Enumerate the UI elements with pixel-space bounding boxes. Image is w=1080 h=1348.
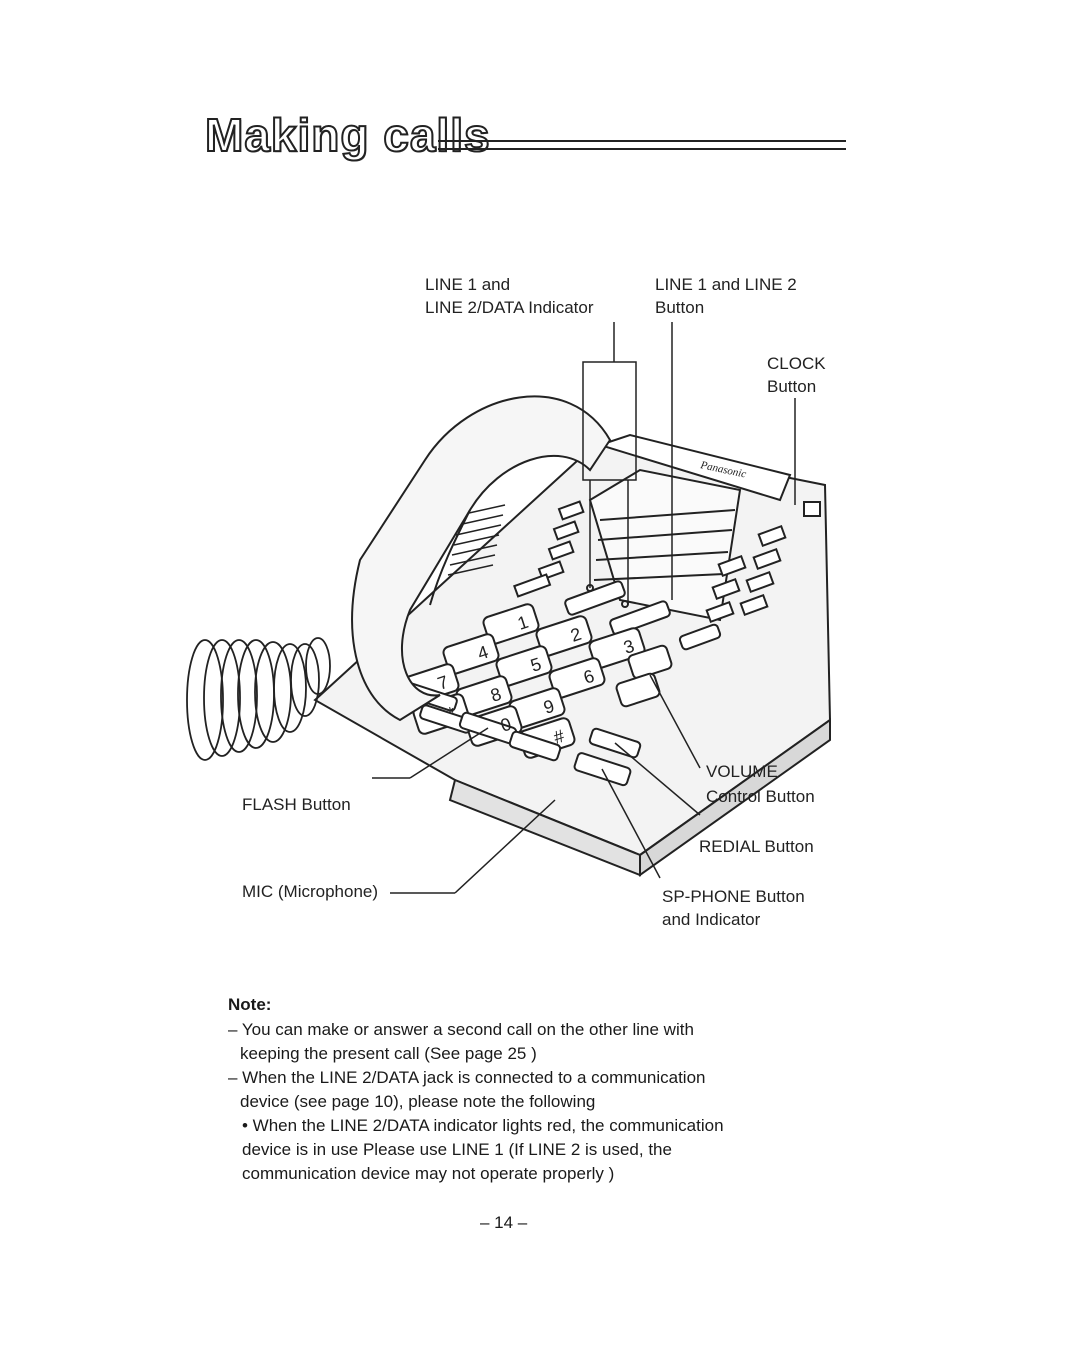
label-mic: MIC (Microphone) (242, 882, 379, 901)
label-clock-2: Button (767, 377, 817, 396)
coiled-cord (186, 637, 331, 761)
note-line: • When the LINE 2/DATA indicator lights … (242, 1116, 724, 1135)
note-heading: Note: (228, 995, 272, 1014)
label-line-indicator-1: LINE 1 and (425, 275, 511, 294)
speaker-grille (447, 504, 506, 576)
note-body: – You can make or answer a second call o… (228, 1018, 848, 1186)
title-rule (438, 140, 846, 150)
note-line: – You can make or answer a second call o… (228, 1020, 694, 1039)
note-line: – When the LINE 2/DATA jack is connected… (228, 1068, 706, 1087)
note-line: keeping the present call (See page 25 ) (240, 1044, 537, 1063)
label-flash: FLASH Button (242, 795, 351, 814)
line2-button (609, 600, 671, 636)
label-volume-1: VOLUME (706, 762, 778, 781)
note-line: communication device may not operate pro… (242, 1164, 615, 1183)
label-volume-2: Control Button (706, 787, 815, 806)
function-buttons-right (705, 501, 821, 624)
display-window (596, 433, 792, 502)
label-redial: REDIAL Button (699, 837, 814, 856)
handset (351, 395, 612, 722)
label-spphone-2: and Indicator (662, 910, 761, 929)
function-buttons-left (513, 500, 585, 598)
volume-keys (615, 644, 673, 708)
label-clock-1: CLOCK (767, 354, 826, 373)
label-line-button-1: LINE 1 and LINE 2 (655, 275, 797, 294)
page-title: Making calls (204, 108, 491, 162)
note-line: device is in use Please use LINE 1 (If L… (242, 1140, 672, 1159)
page-number: – 14 – (480, 1213, 528, 1232)
note-line: device (see page 10), please note the fo… (240, 1092, 596, 1111)
hold-button (678, 623, 722, 651)
label-line-button-2: Button (655, 298, 705, 317)
label-spphone-1: SP-PHONE Button (662, 887, 805, 906)
mute-button (508, 730, 562, 762)
label-line-indicator-2: LINE 2/DATA Indicator (425, 298, 594, 317)
